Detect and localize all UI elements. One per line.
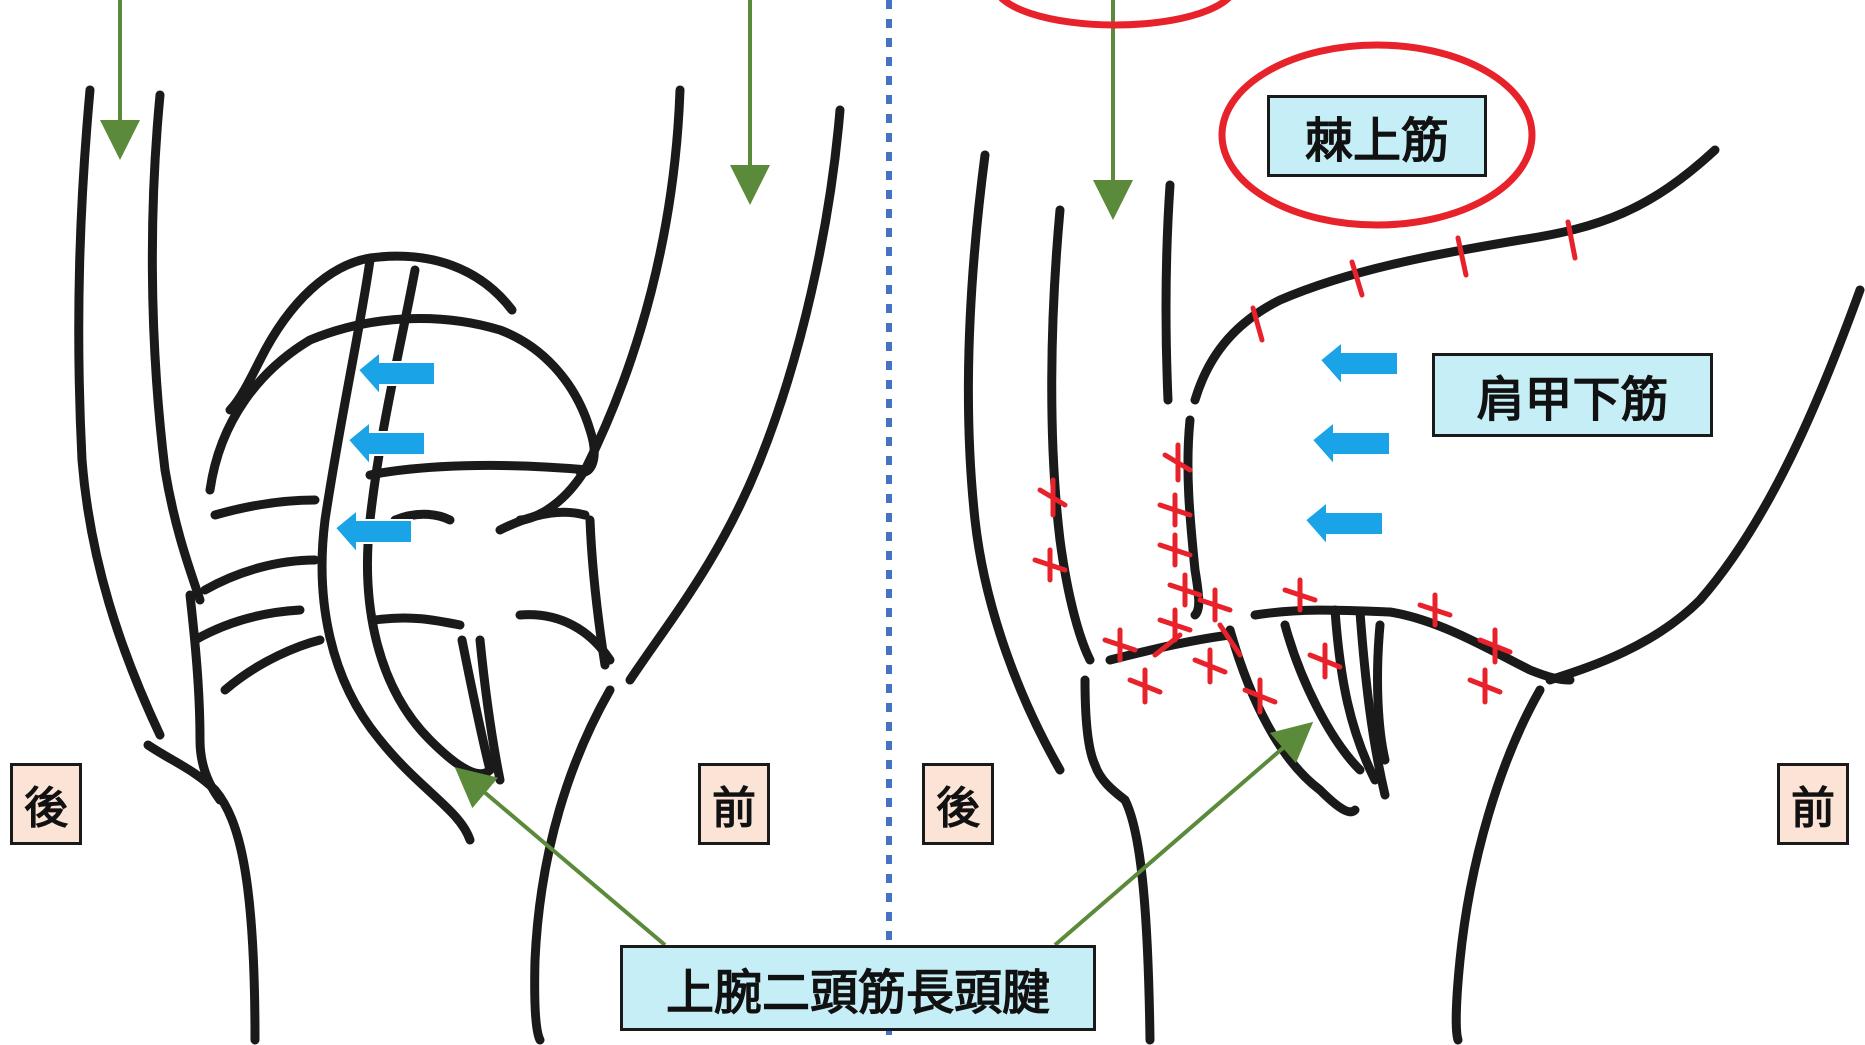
label-biceps-long-head-tendon: 上腕二頭筋長頭腱 <box>620 945 1096 1031</box>
label-anterior-left: 前 <box>698 763 770 845</box>
blue-arrow-icon <box>1318 339 1399 388</box>
red-circle-top <box>998 0 1232 29</box>
blue-arrow-icon <box>1310 419 1391 468</box>
blue-arrow-icon <box>333 507 413 556</box>
label-posterior-right: 後 <box>922 763 994 845</box>
left-panel-outline <box>74 85 845 1045</box>
right-green-arrows <box>1053 0 1314 947</box>
label-anterior-right: 前 <box>1777 763 1849 845</box>
red-circle-supraspinatus <box>1218 41 1536 229</box>
blue-arrow-icon <box>346 419 426 468</box>
blue-arrow-icon <box>356 349 436 398</box>
blue-arrow-icon <box>1303 499 1384 548</box>
label-posterior-left: 後 <box>10 763 82 845</box>
label-supraspinatus: 棘上筋 <box>1267 95 1487 177</box>
left-green-arrows <box>100 0 770 947</box>
left-blue-arrows <box>333 349 436 556</box>
right-blue-arrows <box>1303 339 1399 548</box>
red-suture-marks <box>1032 219 1578 715</box>
red-circles <box>998 0 1536 229</box>
label-subscapularis: 肩甲下筋 <box>1432 353 1713 437</box>
